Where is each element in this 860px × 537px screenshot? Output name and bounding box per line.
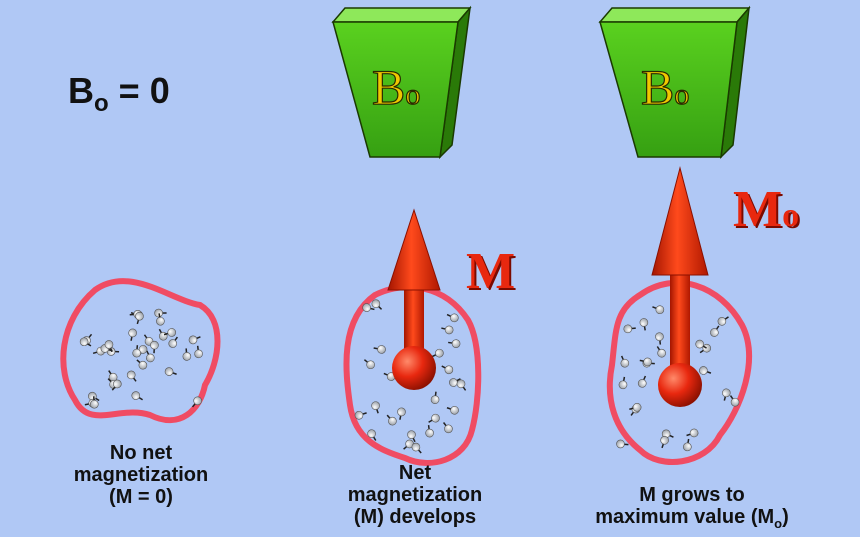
spin-marker — [136, 359, 148, 370]
spin-marker — [428, 413, 440, 423]
caption-right: M grows to maximum value (Mo) — [595, 484, 789, 531]
spin-marker — [425, 425, 434, 438]
spin-marker — [618, 376, 628, 390]
spin-marker — [131, 391, 143, 401]
spin-marker — [441, 325, 454, 335]
spin-marker — [717, 316, 729, 326]
spin-marker — [683, 438, 692, 452]
partially-aligned-spins — [354, 299, 467, 454]
spin-marker — [686, 428, 699, 438]
spin-marker — [168, 336, 179, 348]
spin-marker — [431, 348, 444, 358]
magnet-label-right: Bo — [640, 58, 690, 115]
spin-marker — [660, 435, 669, 449]
arrow-label-m0: Mo — [733, 181, 800, 238]
spin-marker — [371, 401, 380, 414]
spin-marker — [132, 345, 141, 358]
spin-marker — [442, 422, 453, 434]
spin-marker — [456, 379, 467, 391]
spin-marker — [111, 379, 122, 391]
spin-marker — [699, 343, 712, 354]
spin-marker — [620, 355, 630, 368]
spin-marker — [367, 429, 377, 441]
spin-marker — [362, 303, 375, 312]
spin-marker — [135, 311, 144, 325]
caption-left: No net magnetization (M = 0) — [73, 442, 209, 508]
spin-marker — [164, 367, 177, 376]
spin-marker — [729, 395, 740, 407]
spin-marker — [448, 339, 461, 348]
spin-marker — [154, 308, 167, 318]
spin-sample-middle — [343, 284, 482, 466]
spin-marker — [441, 365, 454, 375]
spin-marker — [710, 325, 720, 337]
magnetization-arrow-middle — [387, 208, 441, 390]
random-spins — [79, 308, 203, 409]
spin-marker — [146, 350, 155, 363]
spin-marker — [411, 442, 422, 454]
spin-marker — [188, 335, 201, 345]
spin-marker — [150, 340, 159, 354]
magnet-label-middle: Bo — [371, 58, 421, 115]
spin-marker — [163, 328, 177, 337]
spin-marker — [430, 391, 440, 404]
spin-marker — [637, 375, 647, 388]
caption-middle: Net magnetization (M) develops — [347, 462, 483, 528]
spin-marker — [616, 439, 629, 449]
field-zero-label: Bo = 0 — [68, 70, 170, 117]
spin-marker — [128, 328, 137, 341]
spin-marker — [90, 396, 99, 409]
spin-marker — [371, 299, 383, 310]
spin-marker — [126, 370, 137, 382]
spin-sample-right — [606, 279, 752, 465]
spin-marker — [194, 345, 203, 359]
spin-marker — [639, 357, 652, 367]
spin-marker — [655, 332, 664, 345]
spin-marker — [386, 414, 397, 426]
spin-marker — [191, 396, 202, 408]
spin-marker — [446, 406, 459, 415]
spin-marker — [407, 430, 416, 443]
spin-marker — [182, 348, 192, 361]
spin-marker — [699, 366, 712, 375]
spin-marker — [449, 378, 461, 387]
spin-marker — [104, 340, 114, 353]
spin-marker — [79, 337, 92, 347]
magnet-block-right — [598, 5, 751, 160]
magnetization-arrow-right — [651, 166, 709, 407]
spin-marker — [403, 439, 414, 450]
spin-marker — [629, 403, 642, 412]
spin-marker — [639, 318, 649, 331]
spin-marker — [623, 324, 636, 334]
spin-marker — [156, 313, 165, 326]
spin-marker — [363, 359, 375, 370]
spin-marker — [652, 305, 665, 315]
spin-sample-left — [60, 278, 221, 424]
spin-marker — [722, 388, 731, 401]
spin-marker — [656, 346, 666, 358]
spin-marker — [373, 345, 386, 354]
spin-marker — [446, 313, 459, 323]
magnet-block-middle — [331, 5, 472, 160]
spin-marker — [354, 410, 367, 420]
arrow-label-m: M — [466, 243, 516, 300]
spin-marker — [695, 339, 707, 349]
spin-marker — [397, 407, 406, 420]
